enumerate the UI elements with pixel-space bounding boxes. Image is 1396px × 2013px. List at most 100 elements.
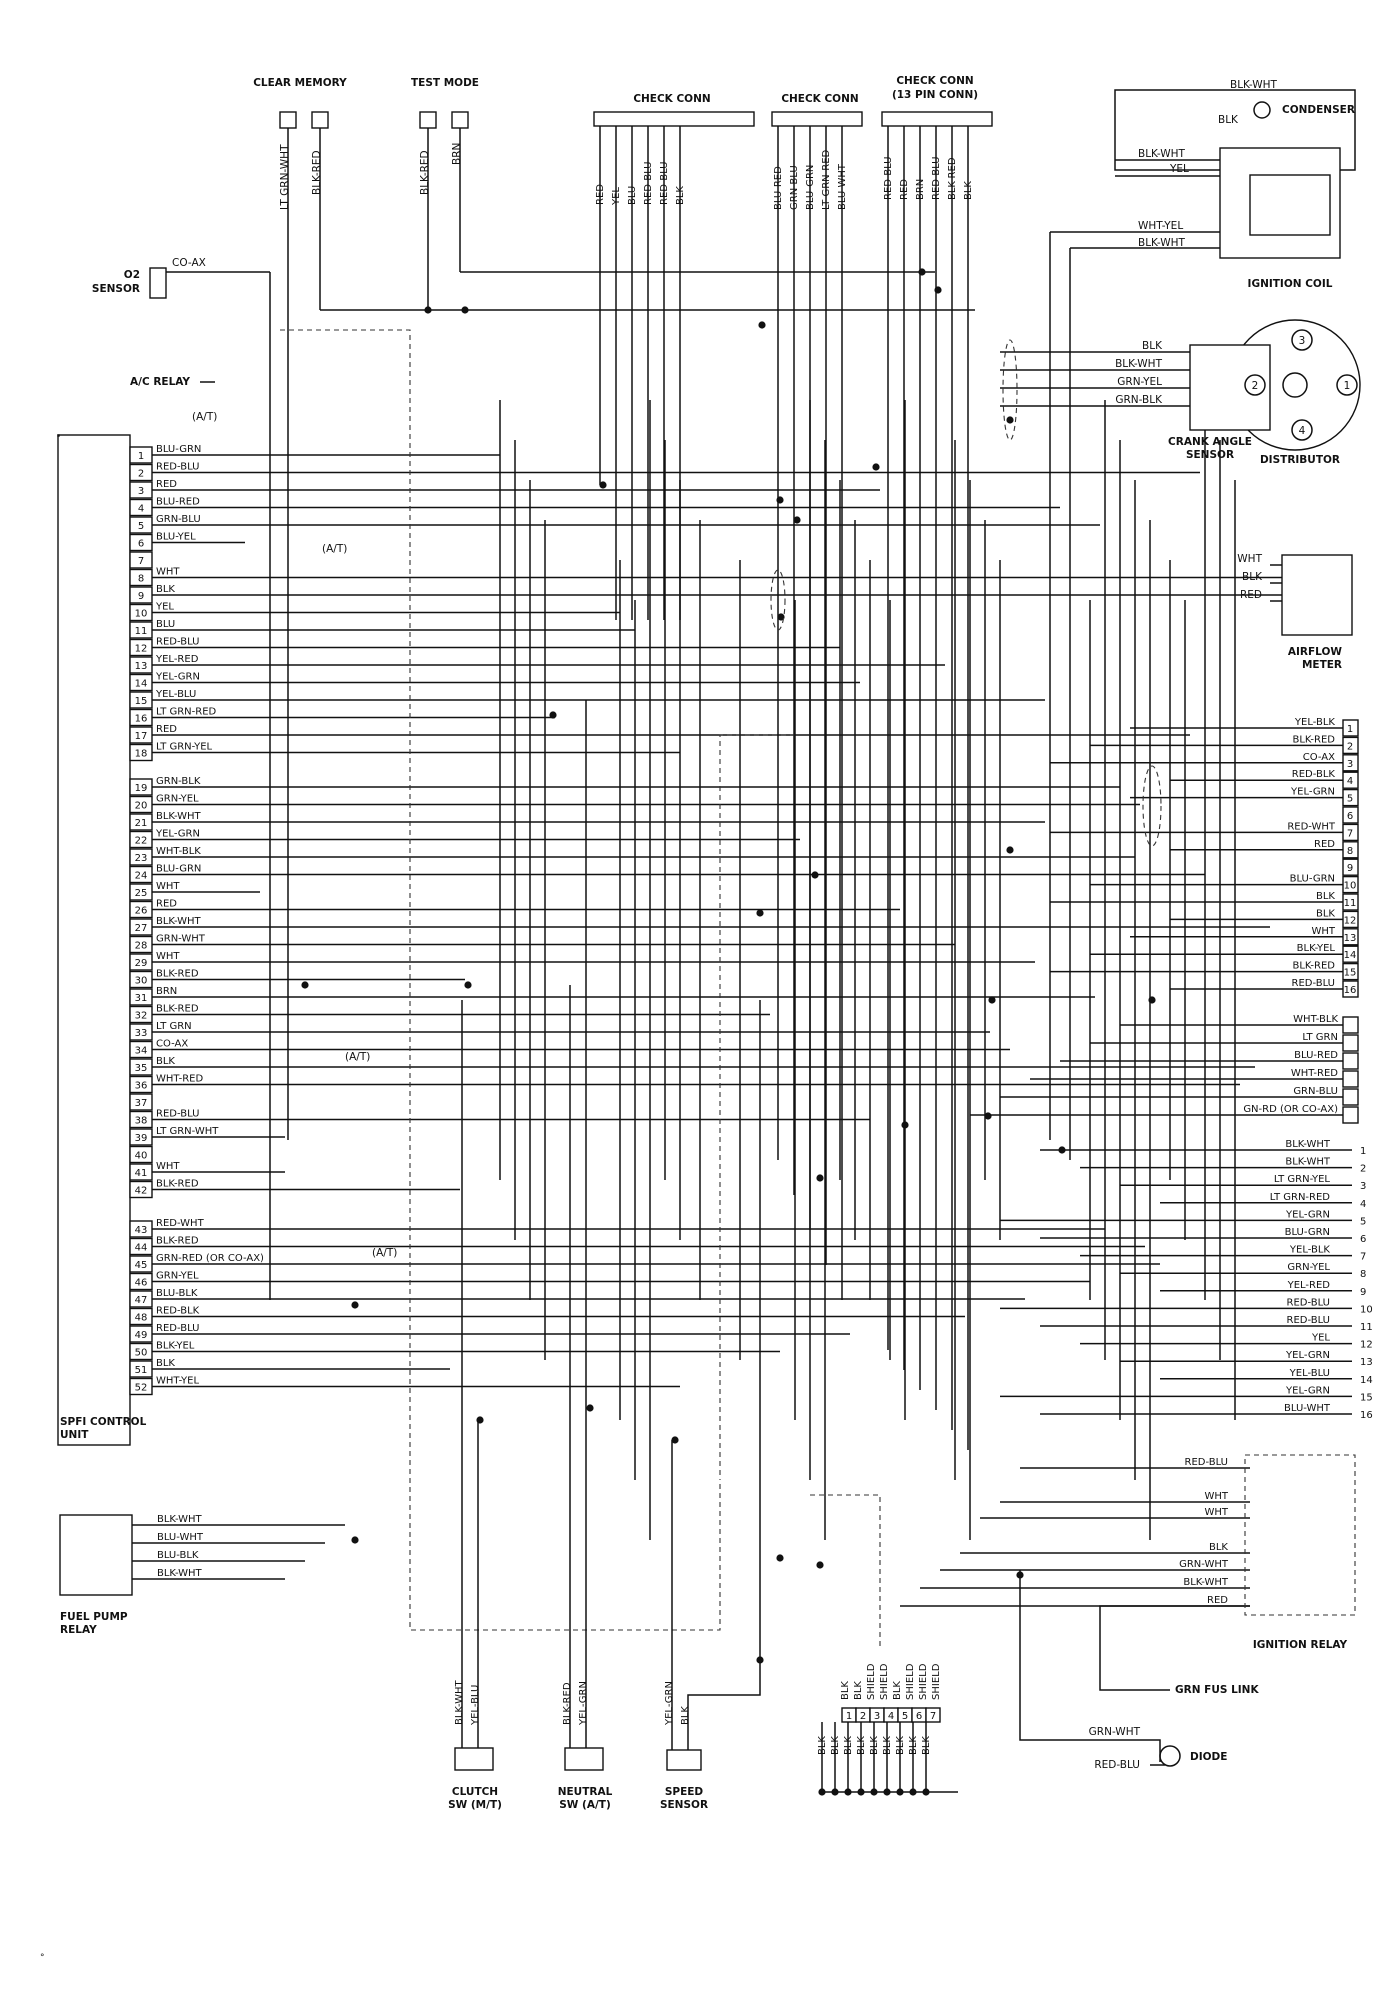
ecu-pin-cell [129,533,153,552]
connector-6-pin [1342,1106,1359,1124]
ecu-pin-cell [129,463,153,482]
wire-label: LT GRN-WHT [279,144,291,210]
wire-label: CO-AX [172,257,206,269]
wire-label: RED-BLU [1287,1297,1330,1308]
ecu-pin-cell [129,848,153,866]
connector-a-pin-number: 10 [1344,881,1357,892]
ecu-pin-cell [129,1110,153,1129]
wire-label: RED-BLU [931,157,942,200]
connector-a-pin [1342,910,1359,929]
wire-label: RED-BLU [659,162,670,205]
wire-label: BLK [856,1736,867,1755]
ecu-pin-wire-label: RED-BLU [156,637,199,648]
wire-label: WHT-BLK [1293,1014,1338,1025]
splice-dot [671,1436,679,1444]
ecu-pin-cell [129,1075,153,1094]
ecu-pin-cell [129,586,153,604]
connector-a-pin-number: 11 [1344,898,1357,909]
ecu-pin-cell [129,830,153,849]
wire-label: YEL-RED [1287,1280,1331,1291]
wire-label: BLK [882,1736,893,1755]
wire-label: YEL-GRN [1285,1385,1330,1396]
at-label: (A/T) [192,411,217,423]
connector-6-pin [1342,1088,1359,1106]
connector-b-pin-number: 3 [1360,1181,1366,1192]
ecu-pin-wire-label: BLK-RED [156,969,199,980]
splice-dot [844,1788,852,1796]
ecu-pin-number: 34 [135,1046,148,1057]
ecu-pin-number: 36 [135,1081,148,1092]
ecu-pin-number: 28 [135,941,148,952]
wire-label: YEL [1311,1333,1330,1344]
wire-label: RED-BLU [883,157,894,200]
wire-label: BLK-WHT [157,1514,203,1525]
ecu-pin-cell [129,1255,153,1273]
wire-label: BLK [1142,340,1163,352]
ecu-pin-number: 37 [135,1098,148,1109]
distributor-terminal [1244,374,1266,396]
ignition-relay-label: IGNITION RELAY [1253,1639,1348,1651]
wire-label: BLK [869,1736,880,1755]
wire-label: LT GRN [1302,1032,1338,1043]
ecu-pin-number: 52 [135,1383,148,1394]
wire-label: RED [1314,839,1335,850]
ecu-pin-number: 29 [135,958,148,969]
splice-dot [464,981,472,989]
wire-label: BLU-GRN [1285,1227,1330,1238]
connector-a-pin-number: 2 [1347,741,1353,752]
wire-label: BLK [840,1681,851,1700]
ecu-pin-cell [129,1290,153,1308]
ecu-label: UNIT [60,1429,89,1441]
wire-label: RED [899,179,910,200]
wire-label: BLK-WHT [1285,1157,1331,1168]
wire-label: BLK-YEL [1297,943,1336,954]
ecu-pin-wire-label: GRN-YEL [156,1271,199,1282]
connector-a-pin-number: 13 [1344,933,1357,944]
connector-a-pin [1342,788,1359,807]
ecu-pin-number: 20 [135,801,148,812]
ecu-pin-number: 35 [135,1063,148,1074]
ecu-pin-cell [129,988,153,1006]
wire-label: RED [595,184,606,205]
connector-a-pin [1342,806,1359,824]
wire-label: BLK-WHT [1183,1577,1229,1588]
wire-label: BLK [830,1736,841,1755]
wire [687,1000,761,1750]
ecu-label: SPFI CONTROL [60,1416,147,1428]
ecu-pin-cell [129,1163,153,1181]
ecu-pin-wire-label: RED [156,724,177,735]
o2-sensor-label: O2 [124,269,140,281]
wire-label: BLK-WHT [1138,237,1185,249]
wire-label: YEL-GRN [1290,787,1335,798]
connector-b-pin-number: 6 [1360,1234,1366,1245]
connector-a-pin-number: 14 [1344,950,1357,961]
connector-a-pin [1342,962,1359,981]
wire-label: RED-BLU [1287,1315,1330,1326]
ecu-pin-number: 51 [135,1365,148,1376]
airflow-meter-box [1281,554,1353,636]
wire-label: BLU-RED [1294,1050,1338,1061]
wire-label: YEL [1169,163,1189,175]
splice-dot [872,463,880,471]
distributor-terminal-number: 2 [1252,380,1259,392]
connector-b-pin-number: 10 [1360,1304,1373,1315]
connector-a-pin [1342,858,1359,876]
connector-a-pin-number: 12 [1344,915,1357,926]
clear-memory-connector [279,111,297,129]
wire-label: BLK [675,186,686,205]
ecu-pin-number: 30 [135,976,148,987]
wire-label: YEL-GRN [1285,1209,1330,1220]
wire-label: GRN-BLK [1115,394,1163,406]
wire-label: SHIELD [905,1663,916,1700]
splice-dot [756,909,764,917]
ecu-pin-cell [129,673,153,692]
fus-link-label: GRN FUS LINK [1175,1684,1259,1696]
splice-dot [883,1788,891,1796]
ecu-pin-wire-label: BLK-WHT [156,811,202,822]
wire-label: BLK [680,1706,691,1725]
ecu-pin-wire-label: BLK-RED [156,1179,199,1190]
ecu-pin-number: 9 [138,591,144,602]
connector-a-pin [1342,875,1359,894]
ecu-pin-wire-label: BLU-GRN [156,444,201,455]
ecu-pin-number: 2 [138,469,144,480]
